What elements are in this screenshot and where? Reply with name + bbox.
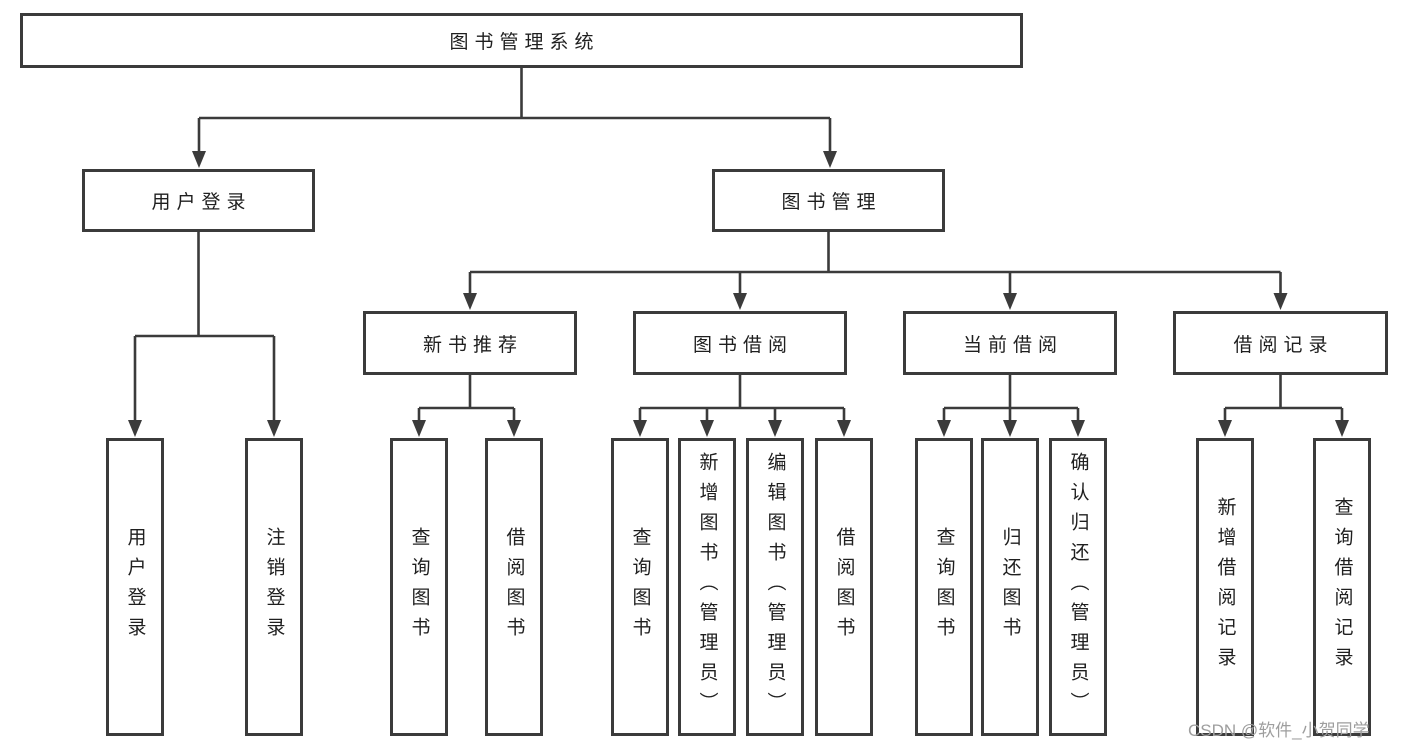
leaf-edit-book-admin: 编辑图书（管理员） xyxy=(746,438,804,736)
leaf-label: 借阅图书 xyxy=(833,527,855,647)
arrow-down-icon xyxy=(1003,293,1017,310)
arrow-down-icon xyxy=(937,420,951,437)
leaf-return-books: 归还图书 xyxy=(981,438,1039,736)
connector-user-login-branch xyxy=(128,232,281,437)
leaf-label: 查询图书 xyxy=(408,527,430,647)
node-label: 当前借阅 xyxy=(962,334,1063,356)
arrow-down-icon xyxy=(823,151,837,168)
connector-root-branch xyxy=(192,68,837,168)
leaf-label: 编辑图书（管理员） xyxy=(764,452,786,722)
connector-current-borrowing-branch xyxy=(937,375,1085,437)
connector-borrowing-records-branch xyxy=(1218,375,1349,437)
leaf-label: 查询图书 xyxy=(933,527,955,647)
arrow-down-icon xyxy=(1071,420,1085,437)
leaf-add-borrow-record: 新增借阅记录 xyxy=(1196,438,1254,736)
node-label: 借阅记录 xyxy=(1233,334,1334,356)
leaf-label: 查询借阅记录 xyxy=(1331,497,1353,677)
connector-book-management-branch xyxy=(463,232,1288,310)
arrow-down-icon xyxy=(463,293,477,310)
leaf-logout: 注销登录 xyxy=(245,438,303,736)
watermark-text: CSDN @软件_小贺同学 xyxy=(1188,721,1370,740)
leaf-borrow-books-recommend: 借阅图书 xyxy=(485,438,543,736)
leaf-label: 查询图书 xyxy=(629,527,651,647)
node-current-borrowing: 当前借阅 xyxy=(903,311,1117,375)
node-label: 图书借阅 xyxy=(692,334,793,356)
leaf-user-login: 用户登录 xyxy=(106,438,164,736)
leaf-label: 新增借阅记录 xyxy=(1214,497,1236,677)
leaf-label: 借阅图书 xyxy=(503,527,525,647)
leaf-add-book-admin: 新增图书（管理员） xyxy=(678,438,736,736)
node-label: 图书管理系统 xyxy=(449,32,600,53)
leaf-label: 用户登录 xyxy=(124,527,146,647)
arrow-down-icon xyxy=(768,420,782,437)
node-borrowing-records: 借阅记录 xyxy=(1173,311,1388,375)
connector-book-borrowing-branch xyxy=(633,375,851,437)
arrow-down-icon xyxy=(192,151,206,168)
node-label: 用户登录 xyxy=(151,192,252,213)
arrow-down-icon xyxy=(267,420,281,437)
leaf-confirm-return-admin: 确认归还（管理员） xyxy=(1049,438,1107,736)
node-label: 图书管理 xyxy=(781,192,882,213)
arrow-down-icon xyxy=(1273,293,1288,310)
node-label: 新书推荐 xyxy=(422,334,523,356)
leaf-query-books-current: 查询图书 xyxy=(915,438,973,736)
arrow-down-icon xyxy=(1003,420,1017,437)
node-new-book-recommend: 新书推荐 xyxy=(363,311,577,375)
arrow-down-icon xyxy=(837,420,851,437)
node-book-borrowing: 图书借阅 xyxy=(633,311,847,375)
node-user-login: 用户登录 xyxy=(82,169,315,232)
leaf-query-borrow-record: 查询借阅记录 xyxy=(1313,438,1371,736)
connector-new-book-recommend-branch xyxy=(412,375,521,437)
leaf-borrow-books-borrowing: 借阅图书 xyxy=(815,438,873,736)
arrow-down-icon xyxy=(733,293,747,310)
leaf-label: 注销登录 xyxy=(263,527,285,647)
arrow-down-icon xyxy=(412,420,426,437)
leaf-query-books-borrowing: 查询图书 xyxy=(611,438,669,736)
arrow-down-icon xyxy=(1218,420,1232,437)
leaf-label: 新增图书（管理员） xyxy=(696,452,718,722)
node-book-management: 图书管理 xyxy=(712,169,945,232)
arrow-down-icon xyxy=(1335,420,1349,437)
leaf-query-books-recommend: 查询图书 xyxy=(390,438,448,736)
node-library-management-system: 图书管理系统 xyxy=(20,13,1023,68)
arrow-down-icon xyxy=(633,420,647,437)
leaf-label: 确认归还（管理员） xyxy=(1067,452,1089,722)
arrow-down-icon xyxy=(700,420,714,437)
arrow-down-icon xyxy=(128,420,142,437)
arrow-down-icon xyxy=(507,420,521,437)
leaf-label: 归还图书 xyxy=(999,527,1021,647)
